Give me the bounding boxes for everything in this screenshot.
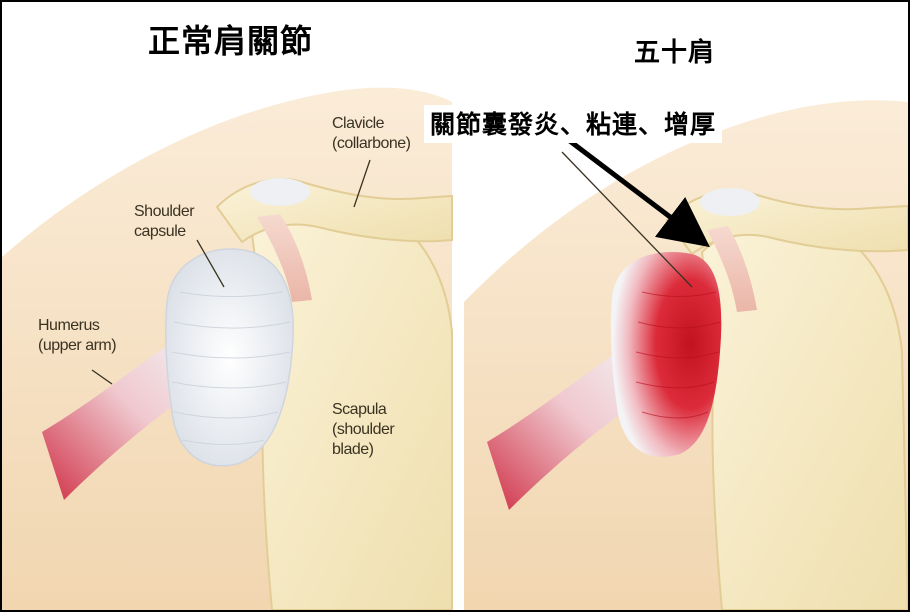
normal-shoulder-title: 正常肩關節 [148,16,313,62]
frozen-shoulder-panel [464,100,908,610]
acromion-left [250,178,310,206]
shoulder-capsule-label-line-1: Shoulder [134,202,194,222]
humerus-label-line-2: (upper arm) [38,336,116,356]
capsule-pathology-label: 關節囊發炎、粘連、增厚 [424,105,722,143]
scapula-label-line-3: blade) [332,440,394,460]
scapula-label-line-1: Scapula [332,400,394,420]
shoulder-capsule-label: Shoulder capsule [134,202,194,242]
humerus-label-line-1: Humerus [38,316,116,336]
scapula-label: Scapula (shoulder blade) [332,400,394,460]
humerus-label: Humerus (upper arm) [38,316,116,356]
clavicle-label-line-1: Clavicle [332,114,410,134]
shoulder-capsule-label-line-2: capsule [134,222,194,242]
scapula-label-line-2: (shoulder [332,420,394,440]
acromion-right [700,188,760,216]
frozen-shoulder-title: 五十肩 [634,32,715,69]
shoulder-capsule-inflamed [611,252,722,457]
clavicle-label-line-2: (collarbone) [332,134,410,154]
clavicle-label: Clavicle (collarbone) [332,114,410,154]
